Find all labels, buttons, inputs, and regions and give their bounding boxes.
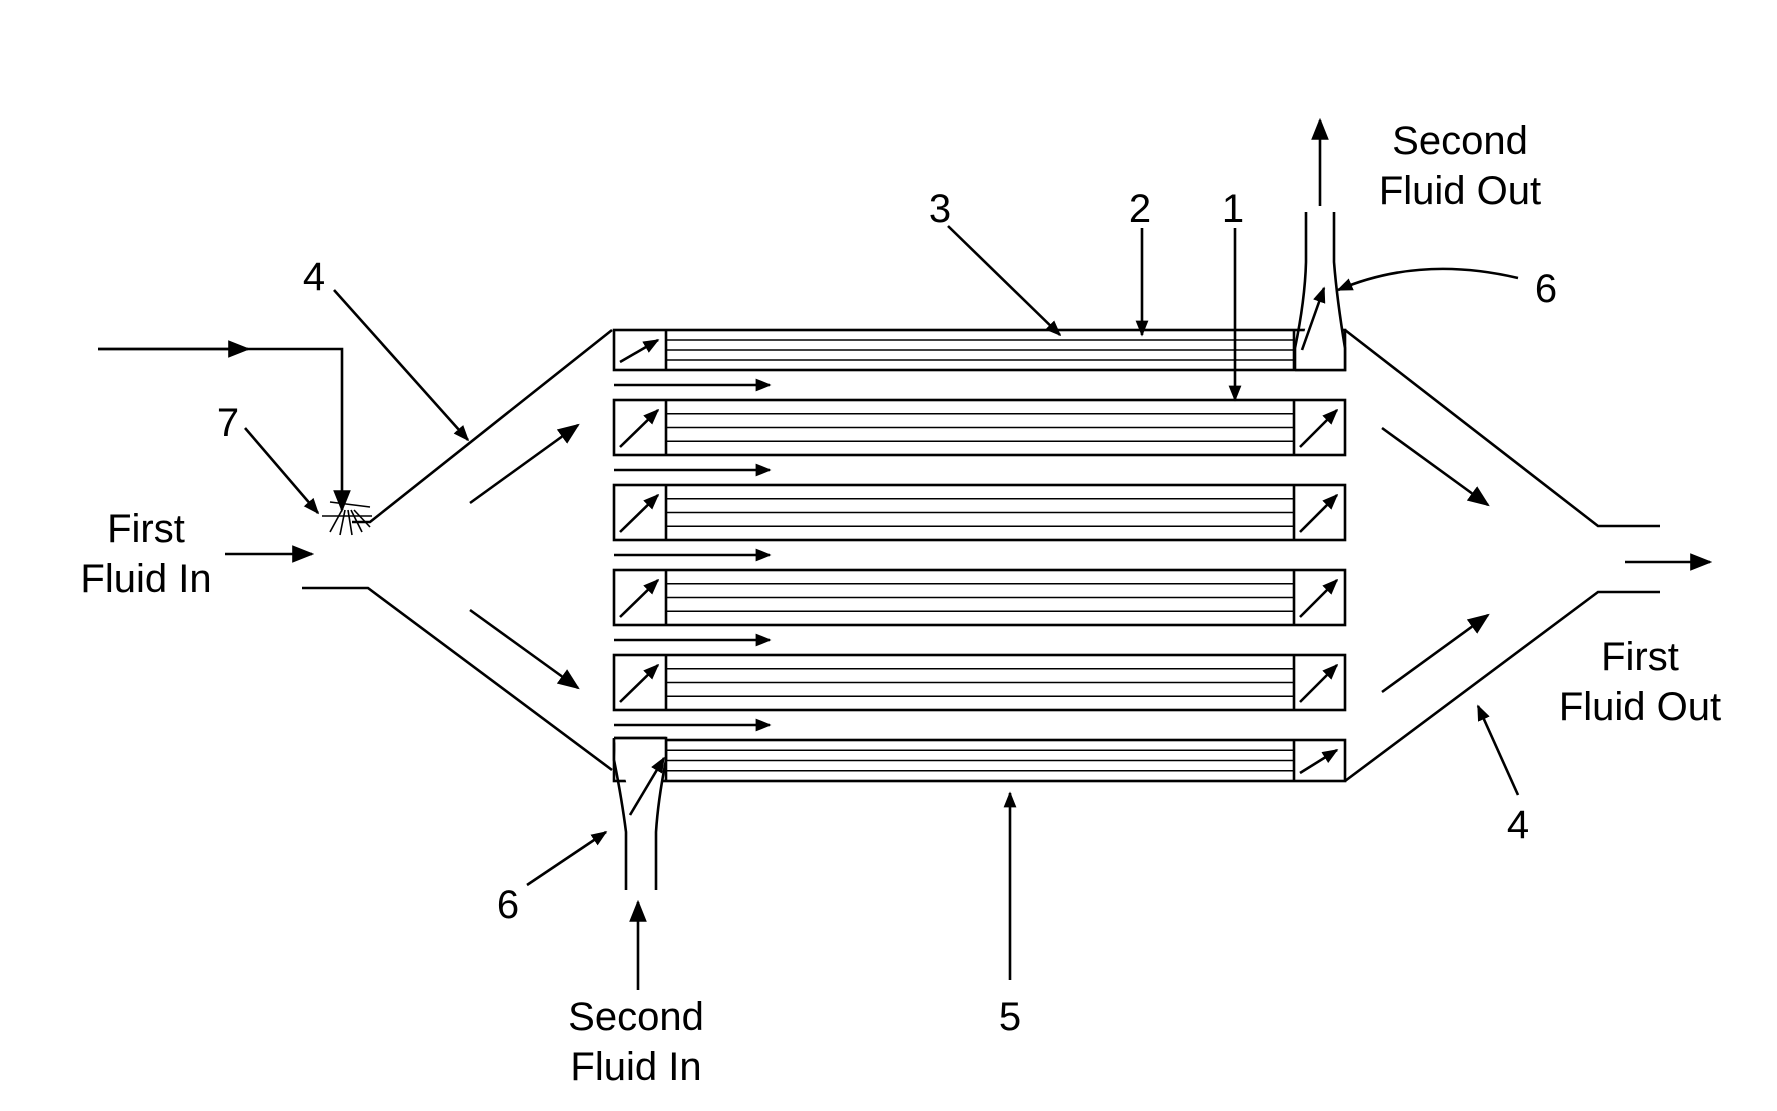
label-first-fluid-in-line1: First — [107, 507, 185, 551]
label-first-fluid-out-line2: Fluid Out — [1559, 685, 1721, 729]
numeral-header-left: 4 — [303, 255, 325, 299]
numeral-header-right: 4 — [1507, 803, 1529, 847]
numeral-bottom-plate: 5 — [999, 995, 1021, 1039]
tube-row — [614, 655, 1345, 710]
label-second-fluid-out-line2: Fluid Out — [1379, 169, 1541, 213]
label-second-fluid-in-line1: Second — [568, 995, 704, 1039]
label-second-fluid-in-line2: Fluid In — [570, 1045, 701, 1089]
label-first-fluid-out-line1: First — [1601, 635, 1679, 679]
label-second-fluid-out-line1: Second — [1392, 119, 1528, 163]
numeral-shell: 3 — [929, 187, 951, 231]
inlet-header — [302, 330, 612, 770]
injector-spray — [322, 502, 372, 535]
numeral-connector-out: 6 — [1535, 267, 1557, 311]
tube-row — [614, 485, 1345, 540]
tube-row — [614, 400, 1345, 455]
numeral-injector: 7 — [217, 401, 239, 445]
tube-row — [614, 570, 1345, 625]
second-fluid-inlet-connector — [614, 738, 666, 890]
numeral-connector-in: 6 — [497, 883, 519, 927]
numeral-tube: 1 — [1222, 187, 1244, 231]
label-first-fluid-in-line2: Fluid In — [80, 557, 211, 601]
second-fluid-outlet-connector — [1295, 212, 1345, 370]
numeral-fin: 2 — [1129, 187, 1151, 231]
tube-row — [614, 740, 1345, 781]
first-fluid-flow-arrows — [225, 425, 1710, 692]
